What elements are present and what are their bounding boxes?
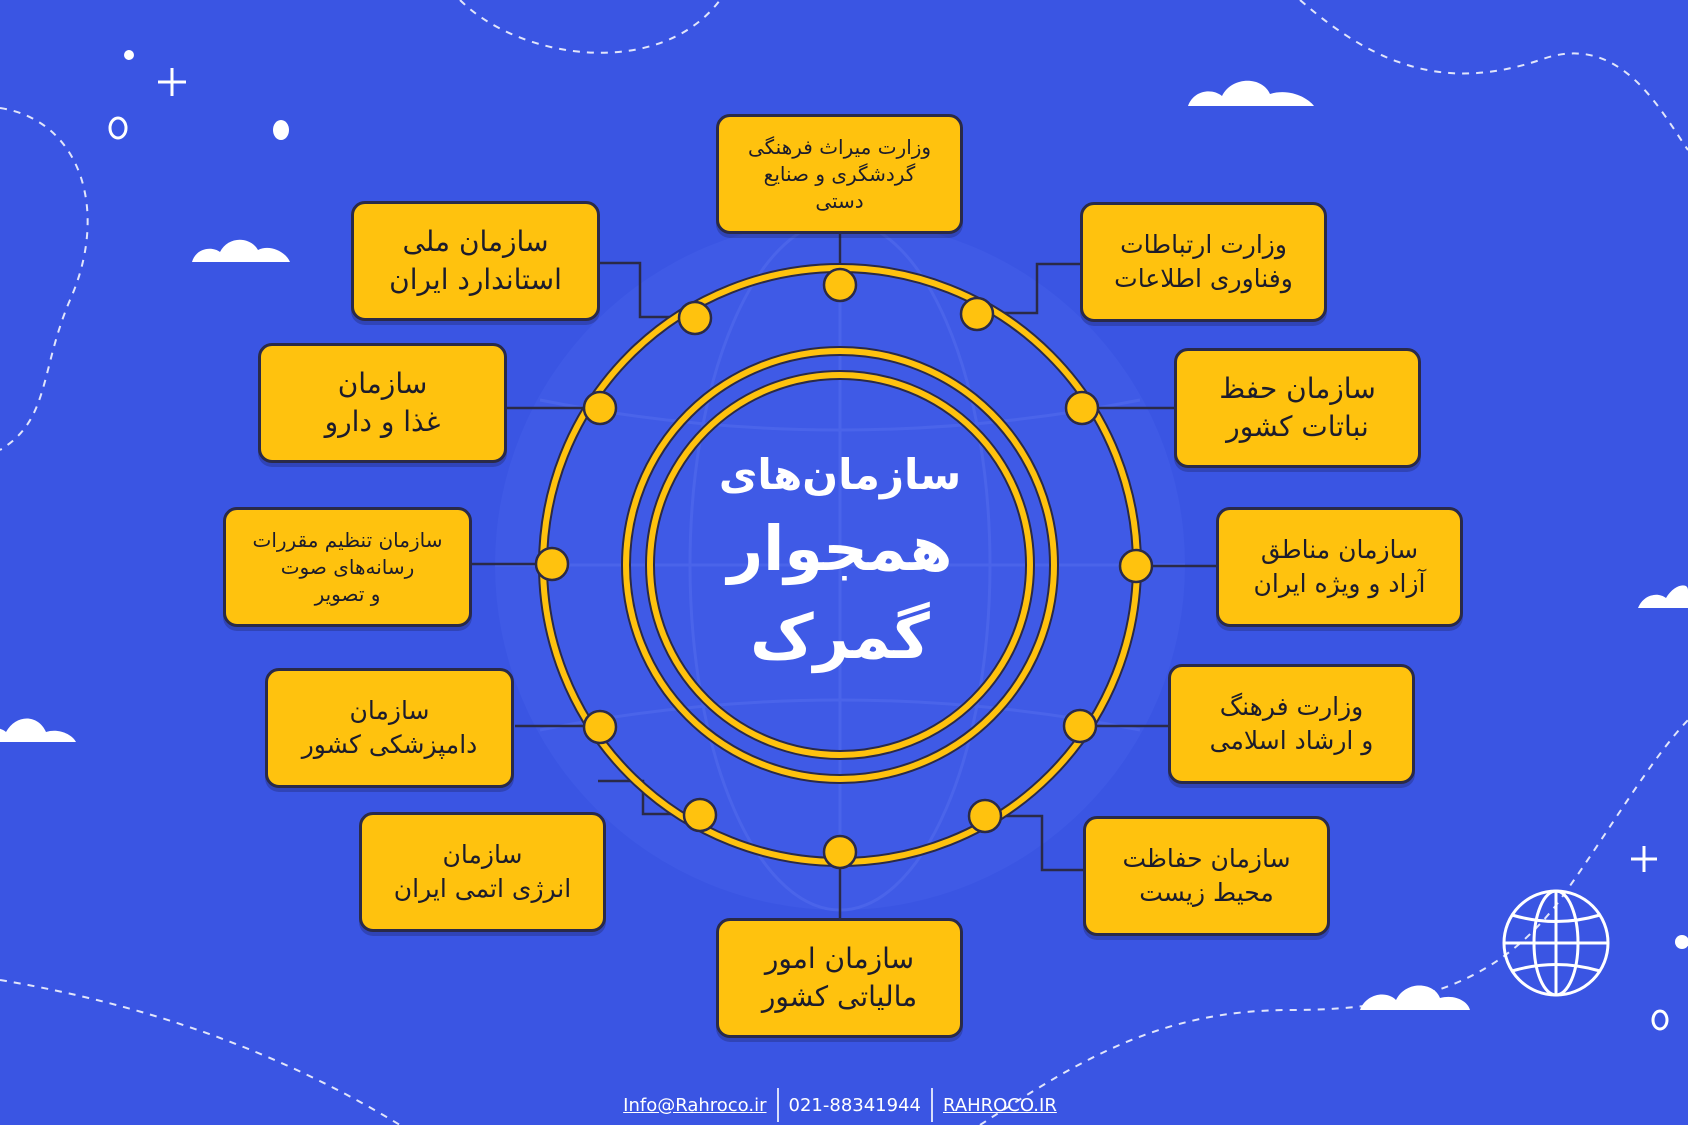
node-label-line: سازمان — [337, 367, 428, 401]
footer-website-link[interactable]: RAHROCO.IR — [942, 1094, 1057, 1116]
node-box-dampezeshki: سازمان دامپزشکی کشور — [265, 668, 514, 788]
node-label-line: و تصویر — [314, 581, 381, 606]
center-title: سازمان‌های همجوار گمرک — [640, 445, 1040, 685]
background-globe-watermark — [495, 218, 1185, 912]
node-box-energy-atomi: سازمان انرژی اتمی ایران — [359, 812, 606, 932]
node-box-ertebatat: وزارت ارتباطات وفناوری اطلاعات — [1080, 202, 1327, 322]
node-label-line: سازمان امور — [764, 942, 915, 976]
node-box-maliati: سازمان امور مالیاتی کشور — [716, 918, 963, 1038]
node-label-line: استاندارد ایران — [389, 263, 562, 296]
center-ring-inner — [645, 370, 1035, 760]
node-label-line: و ارشاد اسلامی — [1209, 726, 1374, 755]
node-label-line: سازمان حفظ — [1219, 372, 1376, 406]
node-box-ghaza-daru: سازمان غذا و دارو — [258, 343, 507, 463]
sparkle-decoration — [108, 68, 1669, 1031]
footer-phone: 021-88341944 — [788, 1094, 921, 1116]
footer-contact: Info@Rahroco.ir 021-88341944 RAHROCO.IR — [600, 1088, 1080, 1122]
globe-icon — [1502, 889, 1610, 997]
node-label-line: محیط زیست — [1139, 878, 1274, 907]
node-label-line: وزارت ارتباطات — [1120, 230, 1287, 260]
node-box-hefz-nabatat: سازمان حفظ نباتات کشور — [1174, 348, 1421, 468]
node-label-line: غذا و دارو — [324, 405, 441, 438]
node-label-line: آزاد و ویژه ایران — [1253, 569, 1426, 598]
node-label-line: وفناوری اطلاعات — [1114, 264, 1293, 293]
node-label-line: مالیاتی کشور — [761, 980, 918, 1013]
node-label-line: سازمان مناطق — [1260, 535, 1419, 565]
footer-email-link[interactable]: Info@Rahroco.ir — [623, 1094, 767, 1116]
center-title-line1: سازمان‌های — [718, 450, 962, 499]
node-label-line: سازمان تنظیم مقررات — [252, 527, 443, 552]
node-label-line: دستی — [815, 188, 864, 213]
footer-divider — [930, 1088, 933, 1122]
node-label-line: سازمان حفاظت — [1122, 844, 1291, 874]
node-box-rasaneh: سازمان تنظیم مقررات رسانه‌های صوت و تصوی… — [223, 507, 472, 627]
node-box-mohit-zist: سازمان حفاظت محیط زیست — [1083, 816, 1330, 936]
node-label-line: سازمان — [349, 696, 430, 726]
footer-divider — [776, 1088, 779, 1122]
node-box-farhang-ershad: وزارت فرهنگ و ارشاد اسلامی — [1168, 664, 1415, 784]
node-box-manategh-azad: سازمان مناطق آزاد و ویژه ایران — [1216, 507, 1463, 627]
node-label-line: سازمان — [442, 840, 523, 870]
center-title-line2: همجوار — [727, 512, 953, 585]
node-label-line: نباتات کشور — [1226, 410, 1369, 443]
dot-decoration — [124, 50, 1688, 949]
node-label-line: رسانه‌های صوت — [280, 554, 415, 579]
center-title-line3: گمرک — [750, 600, 930, 673]
cloud-decoration — [0, 80, 1688, 1010]
node-label-line: دامپزشکی کشور — [301, 730, 478, 759]
node-label-line: وزارت میراث فرهنگی — [747, 134, 932, 159]
node-label-line: انرژی اتمی ایران — [393, 874, 572, 903]
node-label-line: سازمان ملی — [402, 225, 549, 259]
node-label-line: وزارت فرهنگ — [1219, 692, 1364, 722]
node-box-standard: سازمان ملی استاندارد ایران — [351, 201, 600, 321]
center-ring-middle — [621, 346, 1059, 784]
node-box-miras: وزارت میراث فرهنگی گردشگری و صنایع دستی — [716, 114, 963, 234]
node-label-line: گردشگری و صنایع — [763, 161, 916, 186]
ring-node-dots — [534, 267, 1154, 870]
